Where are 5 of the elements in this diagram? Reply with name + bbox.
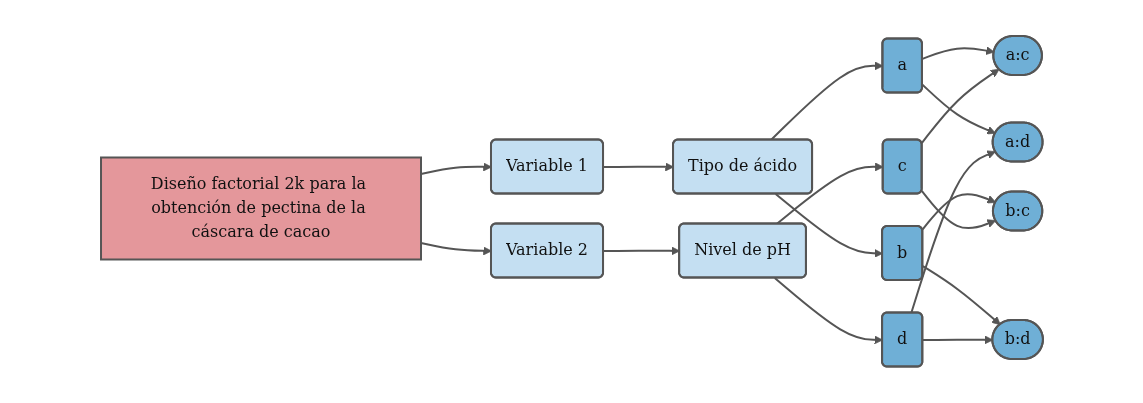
arrow bbox=[921, 265, 1001, 326]
node-box: Diseño factorial 2k para la obtención de pectina de la cáscara de cacao bbox=[99, 156, 422, 261]
arrow bbox=[921, 83, 996, 135]
arrow bbox=[921, 46, 995, 61]
arrow bbox=[920, 69, 999, 145]
